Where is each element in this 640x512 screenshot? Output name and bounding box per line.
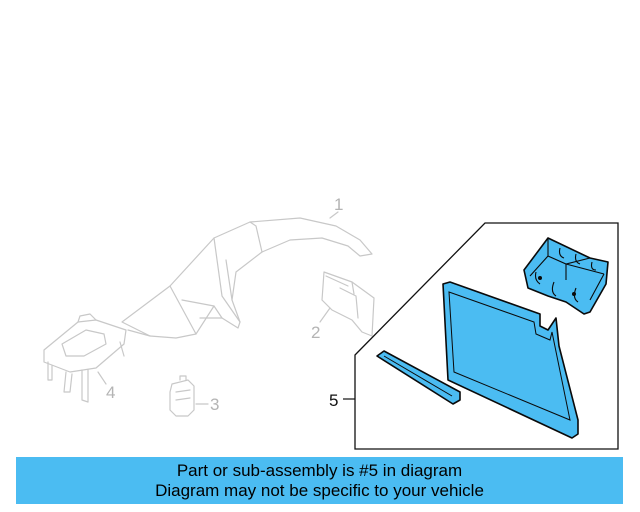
banner-line-1: Part or sub-assembly is #5 in diagram: [176, 460, 463, 480]
leader-2: [319, 307, 331, 323]
callout-1: 1: [334, 195, 343, 214]
info-banner: Part or sub-assembly is #5 in diagram Di…: [16, 457, 623, 504]
callout-5: 5: [329, 391, 338, 410]
leader-1: [329, 211, 339, 219]
callout-2: 2: [311, 323, 320, 342]
part-2-bracket: [321, 271, 375, 337]
part-4-mount: [43, 313, 127, 403]
detail-inset-frame: [354, 222, 619, 450]
part-1-fender-liner: [121, 217, 373, 339]
banner-line-2: Diagram may not be specific to your vehi…: [155, 480, 484, 500]
part-5-flap: [442, 281, 579, 439]
part-5-assembly: [376, 237, 609, 439]
callout-3: 3: [210, 395, 219, 414]
leader-4: [97, 371, 107, 385]
callout-4: 4: [106, 383, 115, 402]
part-3-clip: [169, 375, 195, 417]
